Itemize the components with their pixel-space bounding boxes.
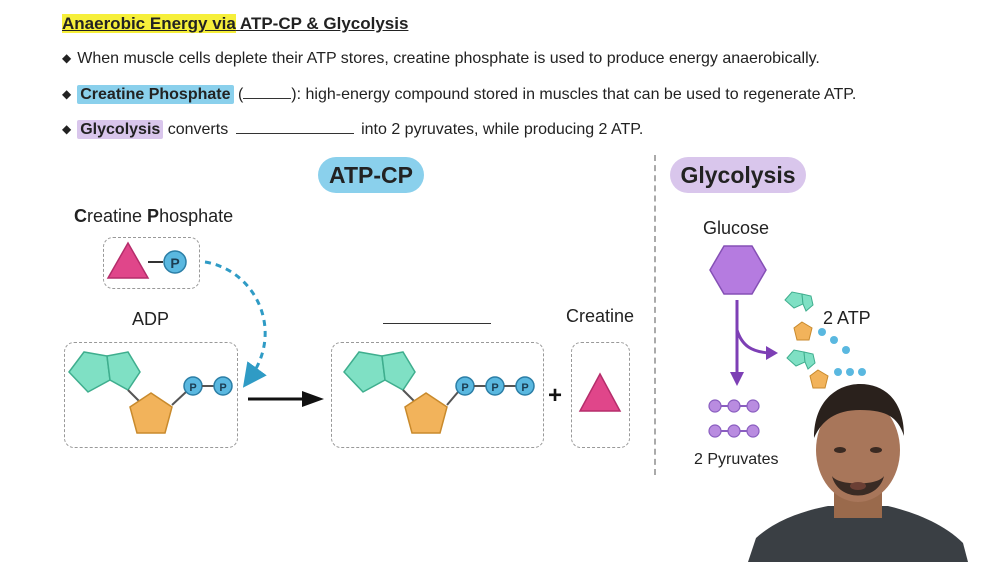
small-atp-molecule (786, 349, 866, 389)
adp-box (64, 342, 238, 448)
phosphate-icon (515, 376, 535, 396)
pyruvate-chain-2 (708, 424, 760, 438)
ribose-icon (404, 392, 448, 434)
diamond-bullet-icon: ◆ (62, 122, 72, 136)
title-rest: ATP-CP & Glycolysis (235, 14, 409, 33)
reaction-arrow-icon (248, 391, 324, 407)
creatine-box (571, 342, 630, 448)
adp-label: ADP (132, 309, 170, 329)
small-atp-molecule (784, 291, 850, 354)
page-title: Anaerobic Energy via ATP-CP & Glycolysis (62, 14, 408, 34)
term-glycolysis: Glycolysis (77, 120, 164, 139)
bullet-3-post: into 2 pyruvates, while producing 2 ATP. (356, 121, 644, 138)
two-pyruvates-label: 2 Pyruvates (694, 451, 779, 468)
adenine-ring-icon (106, 351, 141, 391)
two-atp-label: 2 ATP (823, 308, 871, 328)
adp-molecule: P P (68, 351, 233, 434)
glycolysis-branch-arrow (735, 329, 771, 355)
bullet-3-pre: converts (163, 121, 233, 138)
bullet-2: ◆ Creatine Phosphate ( ): high-energy comp… (62, 85, 857, 104)
product-blank-line (383, 323, 491, 324)
adenine-ring-icon (381, 351, 416, 391)
atp-box (331, 342, 544, 448)
atp-cp-pill: ATP-CP (318, 157, 424, 193)
creatine-label: Creatine (566, 306, 635, 326)
svg-text:P: P (189, 382, 196, 394)
term-creatine-phosphate: Creatine Phosphate (77, 85, 234, 104)
svg-text:P: P (219, 382, 226, 394)
fill-in-blank (243, 86, 292, 99)
svg-text:P: P (491, 382, 498, 394)
glucose-hexagon-icon (709, 245, 767, 295)
phosphate-icon (213, 376, 233, 396)
diamond-bullet-icon: ◆ (62, 51, 72, 65)
glycolysis-pill: Glycolysis (670, 157, 806, 193)
phosphate-transfer-arrow (204, 260, 267, 388)
bullet-2-close: ): high-energy compound stored in muscle… (291, 86, 857, 103)
atp-molecule: P P P (343, 351, 535, 434)
svg-text:P: P (461, 382, 468, 394)
section-divider (654, 155, 656, 475)
adenine-ring-icon (68, 351, 111, 393)
creatine-triangle-icon (106, 241, 150, 279)
bullet-1: ◆ When muscle cells deplete their ATP sto… (62, 50, 820, 68)
bullet-3: ◆ Glycolysis converts into 2 pyruvates, w… (62, 120, 644, 139)
plus-icon: + (548, 382, 562, 409)
phosphate-symbol: P (170, 255, 179, 271)
creatine-phosphate-molecule: P (106, 241, 187, 279)
adenine-ring-icon (343, 351, 386, 393)
title-highlight: Anaerobic Energy via (62, 14, 236, 33)
phosphate-icon (163, 250, 187, 274)
pyruvate-chain-1 (708, 399, 760, 413)
svg-text:P: P (521, 382, 528, 394)
ribose-icon (129, 392, 173, 434)
creatine-triangle-icon (578, 372, 622, 412)
presenter-video (748, 384, 968, 562)
bullet-1-text: When muscle cells deplete their ATP stor… (77, 50, 820, 67)
bullet-2-open: ( (233, 86, 244, 103)
diamond-bullet-icon: ◆ (62, 87, 72, 101)
creatine-phosphate-box (103, 237, 200, 289)
glucose-label: Glucose (703, 218, 770, 238)
fill-in-blank (235, 121, 354, 134)
creatine-phosphate-label: Creatine Phosphate (74, 206, 234, 226)
